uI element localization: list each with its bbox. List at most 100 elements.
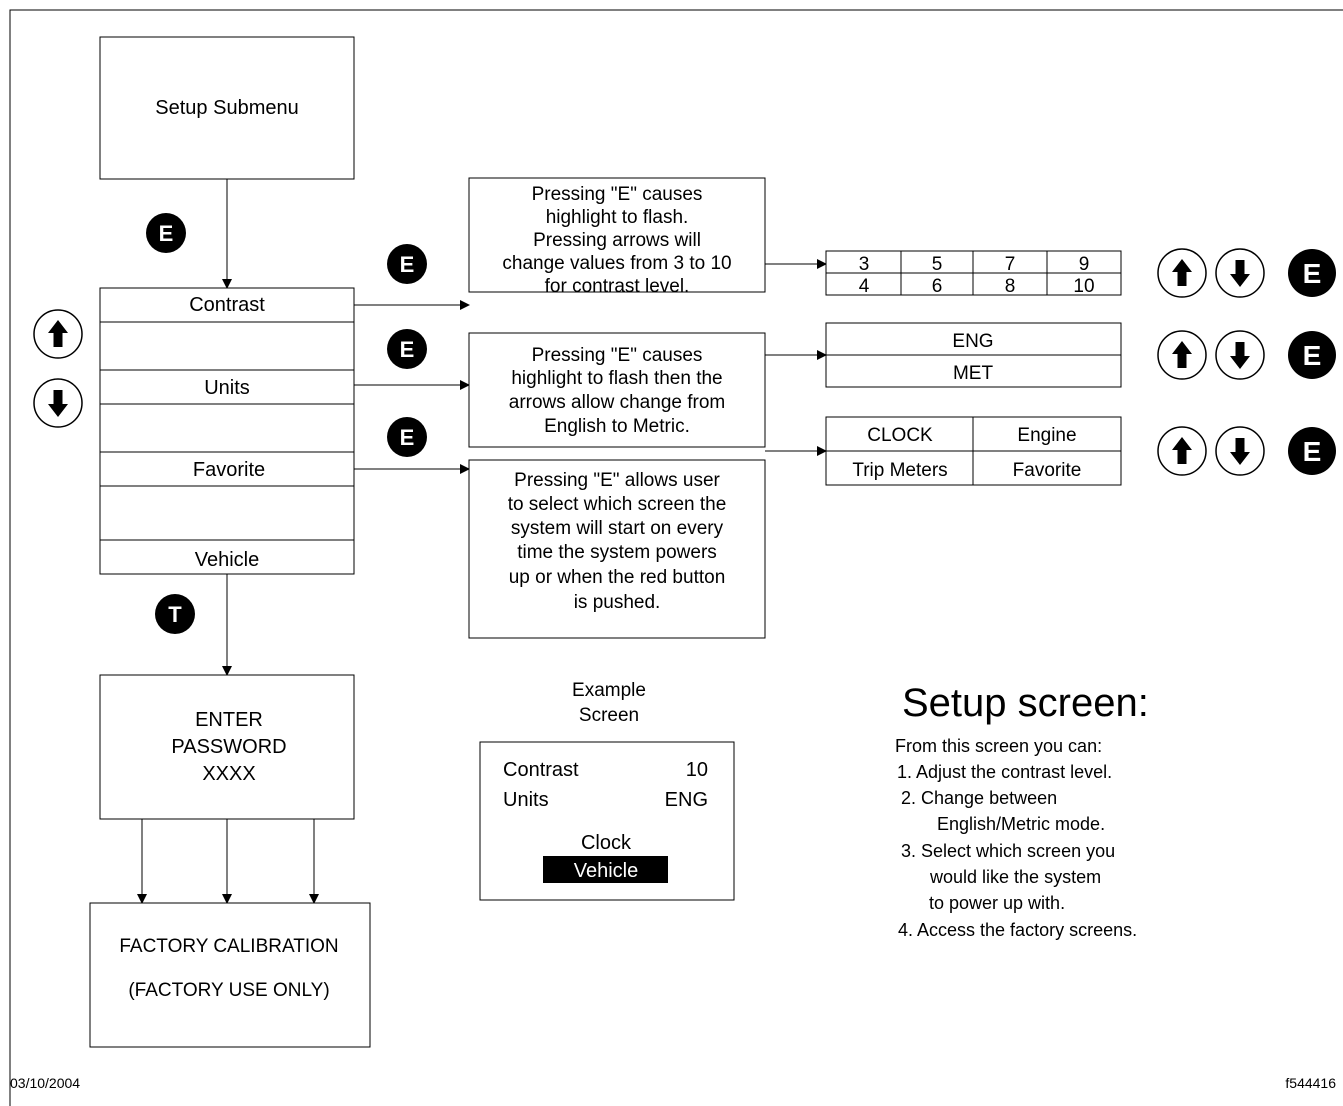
contrast-value-cell: 7 (1005, 254, 1016, 275)
menu-item-vehicle[interactable]: Vehicle (195, 549, 260, 571)
setup-info-line: English/Metric mode. (937, 814, 1105, 834)
enter-badge: E (146, 213, 186, 253)
setup-menu-list: Contrast Units Favorite Vehicle (99, 287, 355, 575)
example-selection-highlight (543, 856, 668, 883)
setup-info-line: 1. Adjust the contrast level. (897, 762, 1112, 782)
password-line: PASSWORD (171, 736, 286, 758)
contrast-value-cell: 5 (932, 254, 943, 275)
favorite-value-cell: Trip Meters (852, 460, 947, 481)
example-option-clock: Clock (581, 832, 632, 854)
favorite-desc-line: up or when the red button (509, 567, 726, 588)
page-frame (9, 9, 1343, 1106)
password-box: ENTER PASSWORD XXXX (99, 674, 355, 820)
example-title: Example (572, 680, 646, 701)
enter-badge-letter: E (159, 221, 174, 246)
menu-item-favorite[interactable]: Favorite (193, 459, 265, 481)
contrast-value-cell: 8 (1005, 276, 1016, 297)
units-desc-line: Pressing "E" causes (532, 345, 703, 366)
arrow-up-icon[interactable] (1157, 426, 1207, 476)
enter-key-icon[interactable]: E (1288, 249, 1336, 297)
setup-info-line: to power up with. (929, 893, 1065, 913)
enter-badge: E (387, 244, 427, 284)
example-title: Screen (579, 705, 639, 726)
footer-date: 03/10/2004 (10, 1075, 80, 1091)
arrow-up-icon[interactable] (33, 309, 83, 359)
contrast-value-cell: 10 (1073, 276, 1094, 297)
arrow-down-icon[interactable] (1215, 330, 1265, 380)
contrast-desc-line: for contrast level. (545, 276, 690, 297)
contrast-value-cell: 4 (859, 276, 870, 297)
contrast-description-box: Pressing "E" causes highlight to flash. … (468, 177, 766, 297)
factory-calibration-box: FACTORY CALIBRATION (FACTORY USE ONLY) (89, 902, 371, 1048)
arrow-down-icon[interactable] (1215, 426, 1265, 476)
units-values-table: ENG MET (825, 322, 1122, 388)
password-line: ENTER (195, 709, 263, 731)
favorite-button-group: E (1157, 426, 1336, 476)
contrast-value-cell: 9 (1079, 254, 1090, 275)
contrast-values-table: 3 5 7 9 4 6 8 10 (825, 250, 1122, 297)
setup-info-line: 2. Change between (901, 788, 1057, 808)
arrow-up-icon[interactable] (1157, 248, 1207, 298)
factory-line: FACTORY CALIBRATION (119, 936, 338, 957)
setup-info-line: From this screen you can: (895, 736, 1102, 756)
menu-item-contrast[interactable]: Contrast (189, 294, 265, 316)
setup-info-line: 3. Select which screen you (901, 841, 1115, 861)
enter-key-letter: E (1303, 436, 1322, 467)
example-units-label: Units (503, 789, 549, 811)
contrast-desc-line: Pressing "E" causes (532, 184, 703, 205)
toggle-badge-letter: T (168, 602, 182, 627)
units-value-eng: ENG (952, 331, 993, 352)
enter-key-letter: E (1303, 258, 1322, 289)
favorite-description-box: Pressing "E" allows user to select which… (468, 459, 766, 639)
favorite-desc-line: to select which screen the (508, 494, 727, 515)
favorite-desc-line: system will start on every (511, 518, 724, 539)
favorite-desc-line: time the system powers (517, 542, 717, 563)
enter-badge-letter: E (400, 337, 415, 362)
favorite-value-cell: Favorite (1013, 460, 1082, 481)
contrast-desc-line: change values from 3 to 10 (502, 253, 731, 274)
favorite-desc-line: Pressing "E" allows user (514, 470, 720, 491)
favorite-value-cell: Engine (1017, 425, 1076, 446)
factory-line: (FACTORY USE ONLY) (128, 980, 329, 1001)
toggle-badge: T (155, 594, 195, 634)
setup-info-line: would like the system (929, 867, 1101, 887)
enter-key-icon[interactable]: E (1288, 427, 1336, 475)
contrast-value-cell: 3 (859, 254, 870, 275)
favorite-value-cell: CLOCK (867, 425, 933, 446)
password-input-mask[interactable]: XXXX (202, 763, 255, 785)
units-desc-line: English to Metric. (544, 416, 690, 437)
setup-info-title: Setup screen: (902, 681, 1149, 725)
contrast-desc-line: highlight to flash. (546, 207, 689, 228)
setup-info-line: 4. Access the factory screens. (898, 920, 1137, 940)
setup-info-panel: Setup screen: From this screen you can: … (895, 681, 1149, 940)
arrow-up-icon[interactable] (1157, 330, 1207, 380)
enter-badge-letter: E (400, 425, 415, 450)
units-value-met: MET (953, 363, 994, 384)
contrast-button-group: E (1157, 248, 1336, 298)
favorite-desc-line: is pushed. (574, 592, 661, 613)
arrow-down-icon[interactable] (33, 378, 83, 428)
enter-badge: E (387, 329, 427, 369)
footer-figure-id: f544416 (1285, 1075, 1336, 1091)
example-screen: Example Screen Contrast 10 Units ENG Clo… (479, 680, 735, 901)
units-description-box: Pressing "E" causes highlight to flash t… (468, 332, 766, 448)
enter-badge: E (387, 417, 427, 457)
contrast-value-cell: 6 (932, 276, 943, 297)
arrow-down-icon[interactable] (1215, 248, 1265, 298)
setup-submenu-box: Setup Submenu (99, 36, 355, 180)
enter-badge-letter: E (400, 252, 415, 277)
contrast-desc-line: Pressing arrows will (533, 230, 701, 251)
example-units-value: ENG (665, 789, 708, 811)
favorite-values-table: CLOCK Engine Trip Meters Favorite (825, 416, 1122, 486)
setup-submenu-label: Setup Submenu (155, 97, 298, 119)
enter-key-letter: E (1303, 340, 1322, 371)
example-contrast-label: Contrast (503, 759, 579, 781)
enter-key-icon[interactable]: E (1288, 331, 1336, 379)
example-contrast-value: 10 (686, 759, 708, 781)
menu-item-units[interactable]: Units (204, 377, 250, 399)
units-desc-line: arrows allow change from (509, 392, 725, 413)
example-option-vehicle: Vehicle (574, 860, 639, 882)
units-desc-line: highlight to flash then the (511, 368, 722, 389)
units-button-group: E (1157, 330, 1336, 380)
